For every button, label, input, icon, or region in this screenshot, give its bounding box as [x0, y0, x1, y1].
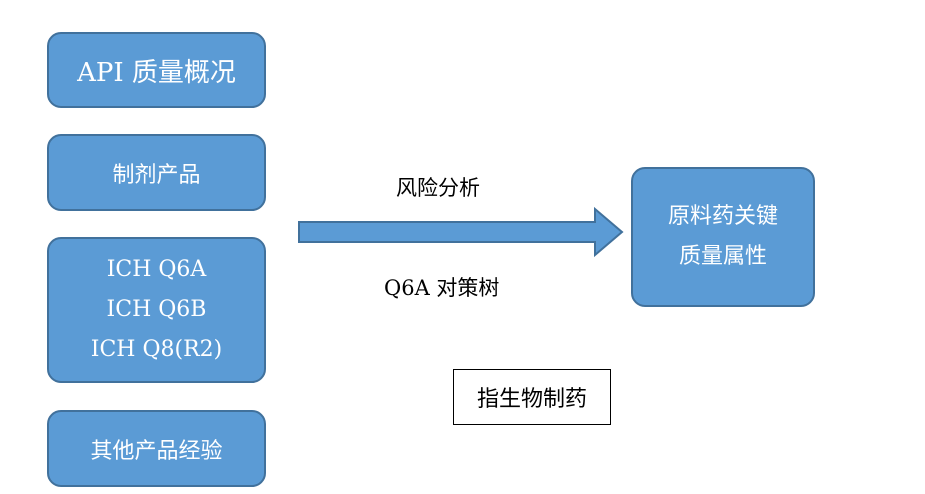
- biopharmaceutical-note-box: 指生物制药: [453, 369, 611, 425]
- ich-q6a-label: ICH Q6A: [106, 257, 207, 282]
- formulation-product-label: 制剂产品: [112, 162, 201, 188]
- api-critical-quality-attributes-box: 原料药关键 质量属性: [631, 167, 815, 307]
- flow-arrow-shape: [298, 206, 624, 258]
- biopharmaceutical-note-label: 指生物制药: [476, 387, 587, 412]
- ich-q6b-label: ICH Q6B: [106, 297, 207, 322]
- risk-analysis-label: 风险分析: [396, 176, 480, 200]
- api-quality-profile-label: API 质量概况: [77, 57, 236, 88]
- flow-arrow: [298, 206, 624, 258]
- other-product-experience-box: 其他产品经验: [47, 410, 266, 487]
- other-product-experience-label: 其他产品经验: [90, 438, 223, 464]
- q6a-decision-tree-label: Q6A 对策树: [384, 276, 500, 300]
- ich-q8r2-label: ICH Q8(R2): [90, 337, 223, 362]
- cqa-label-line-2: 质量属性: [678, 244, 767, 269]
- api-quality-profile-box: API 质量概况: [47, 32, 266, 108]
- ich-guidelines-box: ICH Q6A ICH Q6B ICH Q8(R2): [47, 237, 266, 383]
- cqa-label-line-1: 原料药关键: [667, 204, 778, 229]
- formulation-product-box: 制剂产品: [47, 134, 266, 211]
